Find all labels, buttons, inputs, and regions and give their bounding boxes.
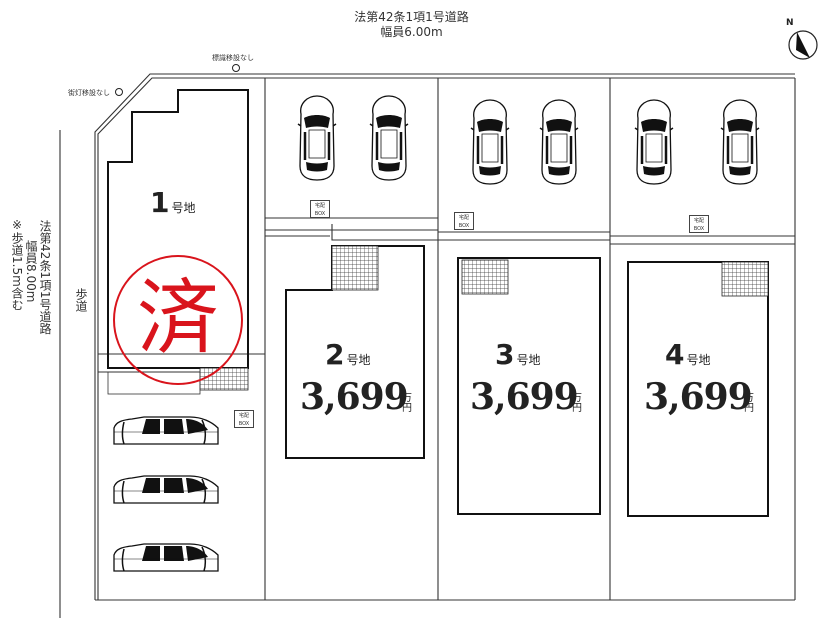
street-light-note: 街灯移設なし (68, 89, 110, 97)
top-road-name: 法第42条1項1号道路 (354, 10, 469, 24)
lot2-price-unit: 万円 (402, 393, 412, 414)
parking-cars-top (296, 94, 761, 186)
lot4-price-unit: 万円 (744, 393, 754, 414)
compass-rose (788, 30, 818, 60)
left-road-width: 幅員8.00m (24, 240, 38, 303)
sold-stamp: 済 (113, 255, 243, 385)
sidewalk-label: 歩道 (74, 288, 88, 312)
top-road-width: 幅員6.00m (380, 25, 443, 39)
site-boundary (59, 73, 795, 618)
lot2-price: 3,699 (300, 376, 409, 418)
boundary-marker (232, 64, 240, 72)
lot4-building (627, 261, 769, 517)
parking-cars-left (113, 416, 219, 572)
lot3-price-unit: 万円 (572, 393, 582, 414)
boundary-marker-note: 標識移設なし (212, 54, 254, 62)
lot3-building (457, 257, 601, 515)
street-light-marker (115, 88, 123, 96)
lot3-price: 3,699 (470, 376, 579, 418)
lot4-price: 3,699 (644, 376, 753, 418)
left-road-name: 法第42条1項1号道路 (38, 220, 52, 335)
left-road-note: ※歩道1.5m含む (10, 218, 24, 311)
compass-label: N (786, 18, 794, 28)
